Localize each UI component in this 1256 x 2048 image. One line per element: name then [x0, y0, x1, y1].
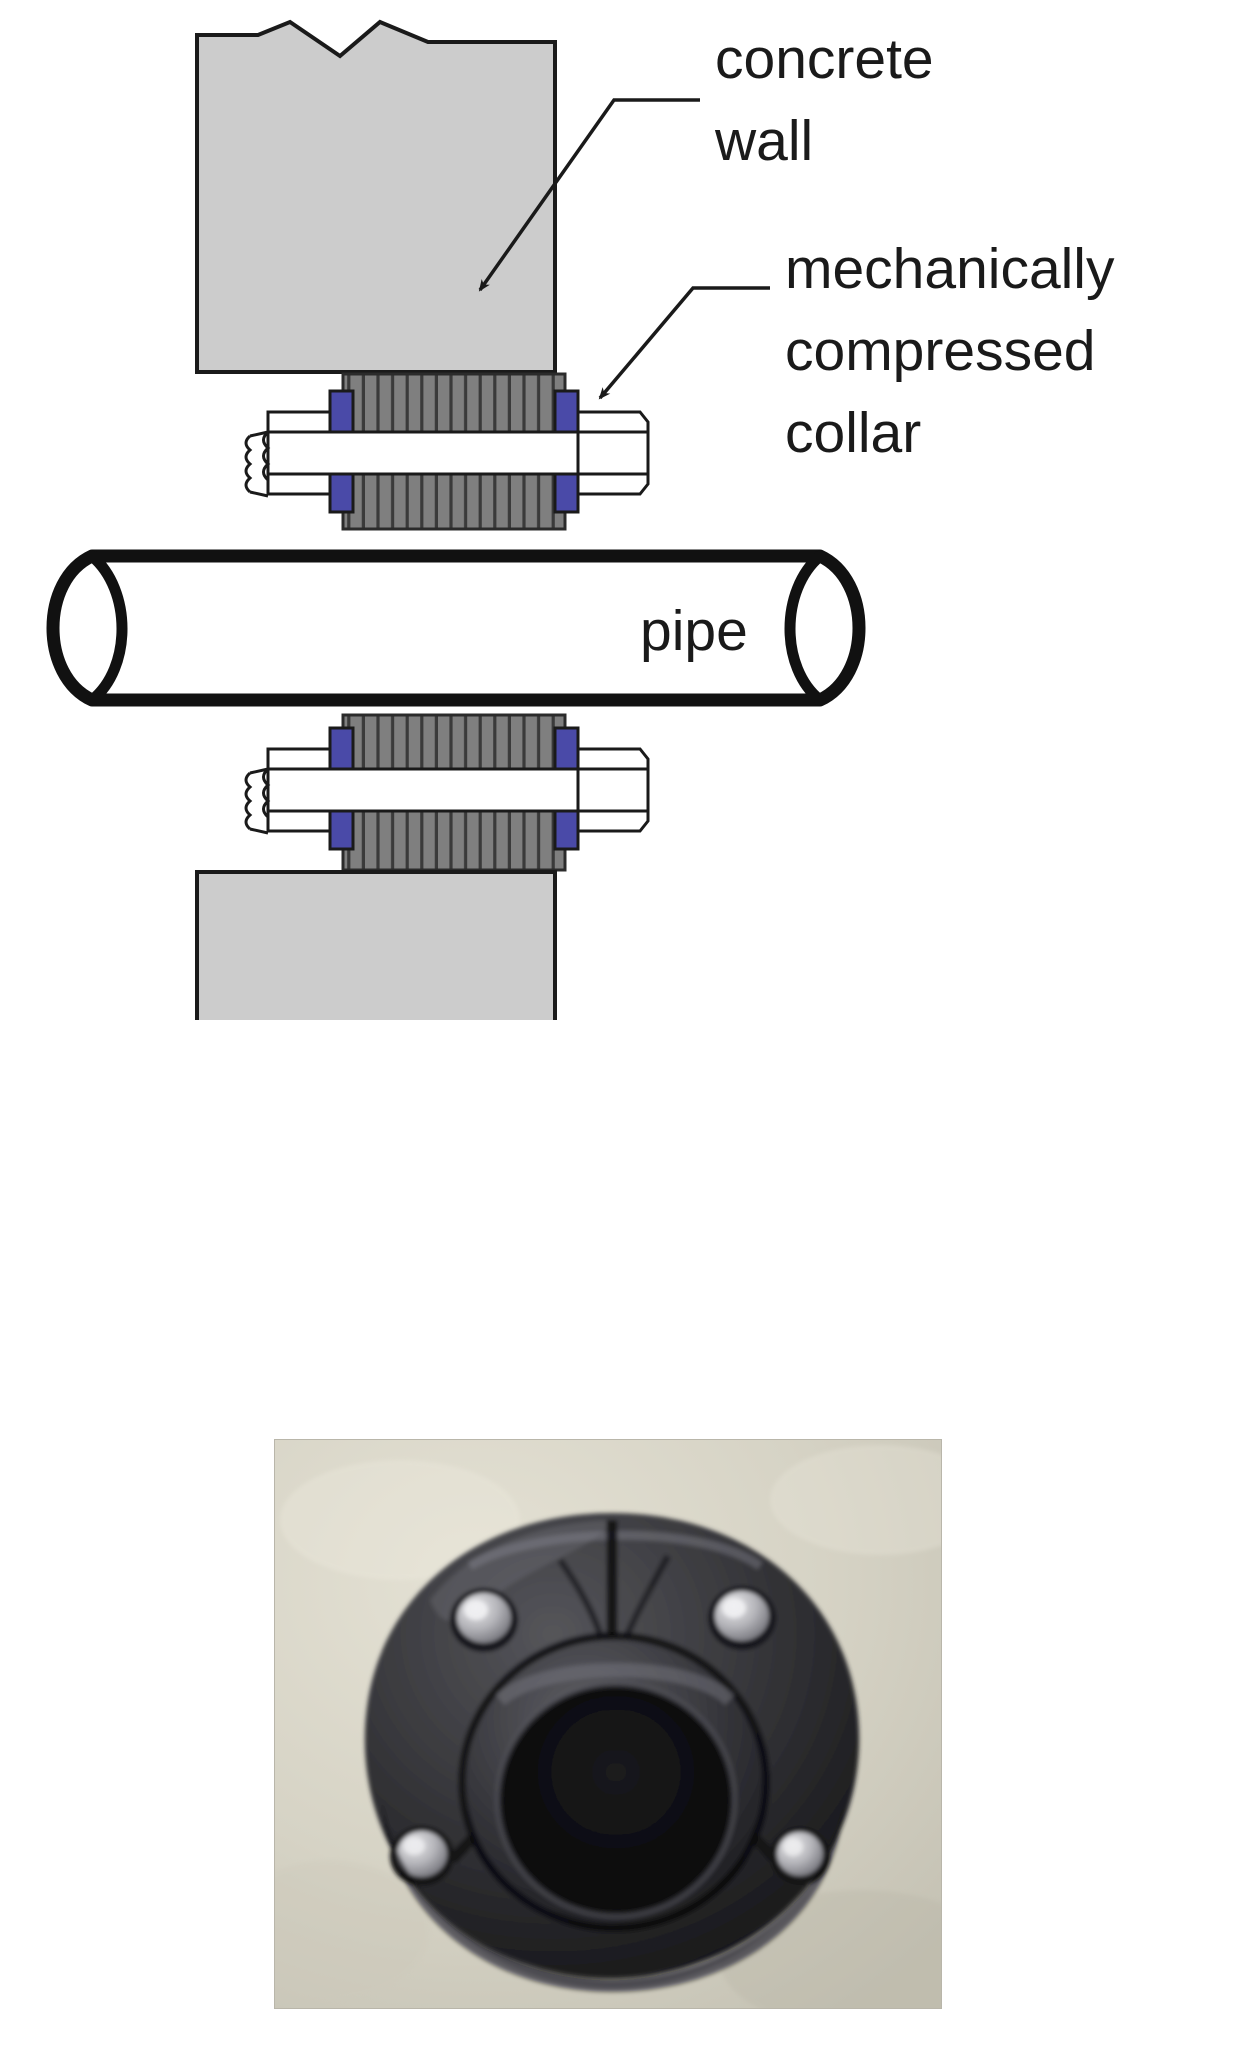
collar-lower — [244, 713, 650, 872]
bolt-assembly — [244, 747, 650, 835]
concrete-wall-upper — [195, 19, 557, 374]
collar-upper — [244, 372, 650, 531]
label-concrete-wall-line1: concrete — [715, 27, 934, 91]
bolt-head — [450, 1588, 518, 1652]
pipe — [46, 549, 866, 707]
concrete-wall-lower — [195, 870, 557, 1020]
label-collar-line2: compressed — [785, 319, 1095, 383]
leader-line-collar — [598, 286, 770, 400]
leader-line-concrete-wall — [478, 98, 700, 292]
pipe-bore — [498, 1684, 734, 1916]
cross-section-diagram: concrete wall mechanically compressed co… — [46, 19, 1115, 1020]
bolt-head — [390, 1826, 454, 1886]
collar-shadow — [376, 1532, 848, 1988]
label-concrete-wall-line2: wall — [714, 109, 813, 173]
bolt-assembly — [244, 410, 650, 498]
bolt-thread — [244, 767, 271, 835]
bolt-head — [770, 1827, 830, 1885]
label-collar-line3: collar — [785, 401, 921, 465]
bolt-thread — [244, 430, 271, 498]
label-pipe: pipe — [640, 599, 748, 663]
label-collar-line1: mechanically — [785, 237, 1115, 301]
bolt-head — [708, 1586, 776, 1650]
collar-body — [364, 1513, 860, 1992]
installed-collar-photo — [274, 1439, 942, 2009]
